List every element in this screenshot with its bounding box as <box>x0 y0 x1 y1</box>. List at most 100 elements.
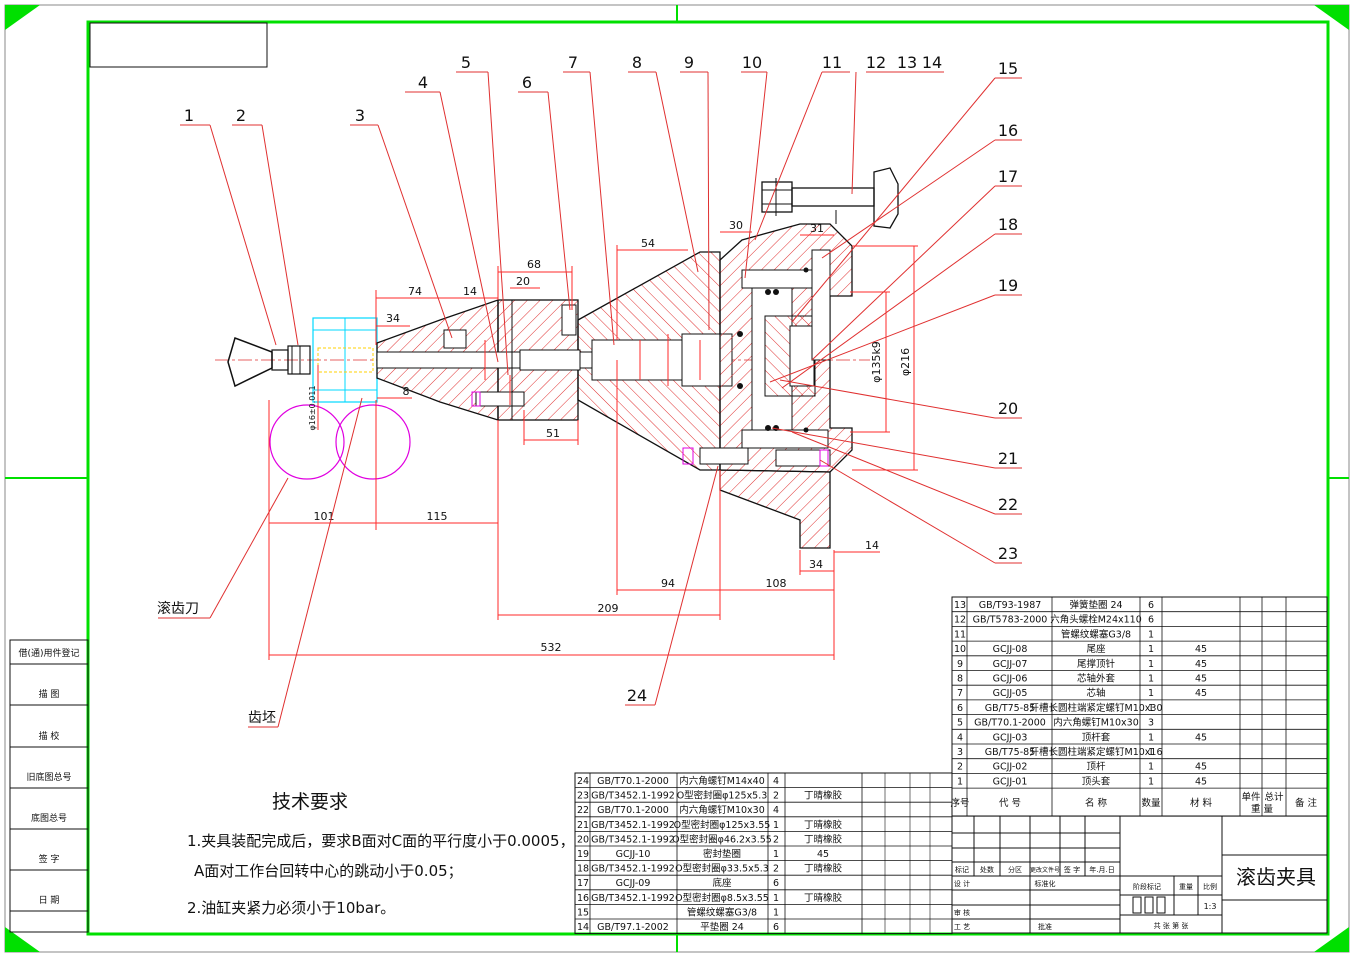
dim-74: 74 <box>408 285 422 298</box>
bom-right-no: 9 <box>957 659 963 670</box>
tb-std: 标准化 <box>1035 879 1056 888</box>
bom-right-code: GCJJ-07 <box>993 659 1028 670</box>
bom-right-code: GCJJ-01 <box>993 776 1028 787</box>
label-blank: 齿坯 <box>248 710 276 726</box>
tb-weight: 重量 <box>1179 883 1193 891</box>
bom-left-no: 22 <box>577 805 589 816</box>
bom-left-code: GB/T3452.1-1992 <box>591 893 675 904</box>
bom-header-remark: 备 注 <box>1295 797 1318 809</box>
balloon-20: 20 <box>998 399 1018 418</box>
bom-right-no: 4 <box>957 732 963 743</box>
bom-right-no: 1 <box>957 776 963 787</box>
dim-14-bottom: 14 <box>865 539 879 552</box>
bom-left-name: 平垫圈 24 <box>700 921 744 933</box>
bom-right-name: 弹簧垫圈 24 <box>1069 599 1122 611</box>
balloon-6: 6 <box>522 73 532 92</box>
dimension-texts: 101 115 532 209 94 108 34 14 74 14 34 20… <box>308 219 912 654</box>
bom-right-name: 尾撑顶针 <box>1077 658 1116 670</box>
bom-right-code: GCJJ-05 <box>993 688 1028 699</box>
bom-left-name: O型密封圈φ33.5x5.3 <box>675 863 769 875</box>
bom-header-code: 代 号 <box>999 798 1021 809</box>
bom-right-code: GCJJ-03 <box>993 732 1028 743</box>
balloon-3: 3 <box>355 106 365 125</box>
bom-left-mat: 45 <box>817 849 829 860</box>
balloon-7: 7 <box>568 53 578 72</box>
bom-right-name: 管螺纹螺塞G3/8 <box>1061 628 1131 640</box>
balloon-10: 10 <box>742 53 762 72</box>
tech-line-3: 2.油缸夹紧力必须小于10bar。 <box>187 899 395 917</box>
tb-row-5: 年.月.日 <box>1089 865 1114 874</box>
bom-right-no: 2 <box>957 762 963 773</box>
bom-left-no: 23 <box>577 791 589 802</box>
drawing-title: 滚齿夹具 <box>1236 865 1316 889</box>
bom-right-no: 13 <box>954 600 966 611</box>
bom-left-code: GB/T97.1-2002 <box>597 922 669 933</box>
bom-right-mat: 45 <box>1195 732 1207 743</box>
bom-header-unit: 单件 <box>1241 791 1261 803</box>
dim-101: 101 <box>314 510 335 523</box>
balloon-16: 16 <box>998 121 1018 140</box>
strip-1: 描 图 <box>39 688 60 700</box>
bom-right-mat: 45 <box>1195 644 1207 655</box>
balloon-8: 8 <box>632 53 642 72</box>
bom-right-qty: 6 <box>1148 600 1154 611</box>
balloon-14: 14 <box>922 53 942 72</box>
hob-circle-left <box>269 404 345 480</box>
bom-right-code: GB/T70.1-2000 <box>974 718 1046 729</box>
bom-right-mat: 45 <box>1195 674 1207 685</box>
dim-34-top: 34 <box>386 312 400 325</box>
dim-phi216: φ216 <box>899 348 912 376</box>
tech-line-1: 1.夹具装配完成后，要求B面对C面的平行度小于0.0005， <box>187 832 575 850</box>
dim-51: 51 <box>546 427 560 440</box>
balloon-1: 1 <box>184 106 194 125</box>
bom-right-name: 顶头套 <box>1082 775 1111 787</box>
bom-right-code: GCJJ-02 <box>993 762 1028 773</box>
bom-right-name: 开槽长圆柱端紧定螺钉M10x30 <box>1030 702 1163 714</box>
bom-left-name: O型密封圈φ46.2x3.55 <box>672 833 772 845</box>
technical-requirements: 技术要求 1.夹具装配完成后，要求B面对C面的平行度小于0.0005， A面对工… <box>187 791 575 917</box>
bom-left-name: O型密封圈φ125x5.3 <box>677 790 768 802</box>
dim-115: 115 <box>427 510 448 523</box>
dim-31: 31 <box>810 222 824 235</box>
bom-right-no: 6 <box>957 703 963 714</box>
dim-68: 68 <box>527 258 541 271</box>
bom-right-mat: 45 <box>1195 688 1207 699</box>
bom-left-code: GB/T3452.1-1992 <box>591 820 675 831</box>
bom-right-qty: 3 <box>1148 718 1154 729</box>
bom-right-qty: 1 <box>1148 732 1154 743</box>
dim-phi16: φ16±0.011 <box>308 385 317 430</box>
strip-5: 签 字 <box>39 853 60 865</box>
dim-532: 532 <box>541 641 562 654</box>
bom-left-qty: 1 <box>773 893 779 904</box>
bom-left-qty: 1 <box>773 849 779 860</box>
bom-left-no: 16 <box>577 893 589 904</box>
balloon-23: 23 <box>998 544 1018 563</box>
tb-row-3: 更改文件号 <box>1030 866 1060 874</box>
dim-209: 209 <box>598 602 619 615</box>
balloon-17: 17 <box>998 167 1018 186</box>
bom-right-code: GCJJ-06 <box>993 674 1028 685</box>
bom-left-code: GB/T3452.1-1992 <box>591 864 675 875</box>
bom-right-qty: 1 <box>1148 688 1154 699</box>
bom-right-name: 尾座 <box>1086 643 1106 655</box>
bom-left-qty: 1 <box>773 820 779 831</box>
dim-phi135: φ135k9 <box>870 341 883 383</box>
tb-row-4: 签 字 <box>1064 865 1080 874</box>
bom-right-no: 8 <box>957 674 963 685</box>
tb-row-2: 分区 <box>1008 865 1022 874</box>
scale-value: 1:3 <box>1204 902 1217 911</box>
dim-20: 20 <box>516 275 530 288</box>
bom-right-code: GB/T5783-2000 <box>973 615 1048 626</box>
strip-0: 借(通)用件登记 <box>18 647 79 659</box>
bom-right-mat: 45 <box>1195 776 1207 787</box>
bom-left-mat: 丁晴橡胶 <box>804 863 843 875</box>
bom-left-code: GB/T70.1-2000 <box>597 805 669 816</box>
tb-sheet: 共 张 第 张 <box>1154 921 1189 930</box>
bom-right-qty: 1 <box>1148 762 1154 773</box>
tb-row-1: 处数 <box>980 865 994 874</box>
bom-left-qty: 6 <box>773 878 779 889</box>
gear-blank-cyan <box>312 317 378 403</box>
bom-right-name: 芯轴 <box>1086 687 1105 699</box>
bom-left-qty: 1 <box>773 907 779 918</box>
